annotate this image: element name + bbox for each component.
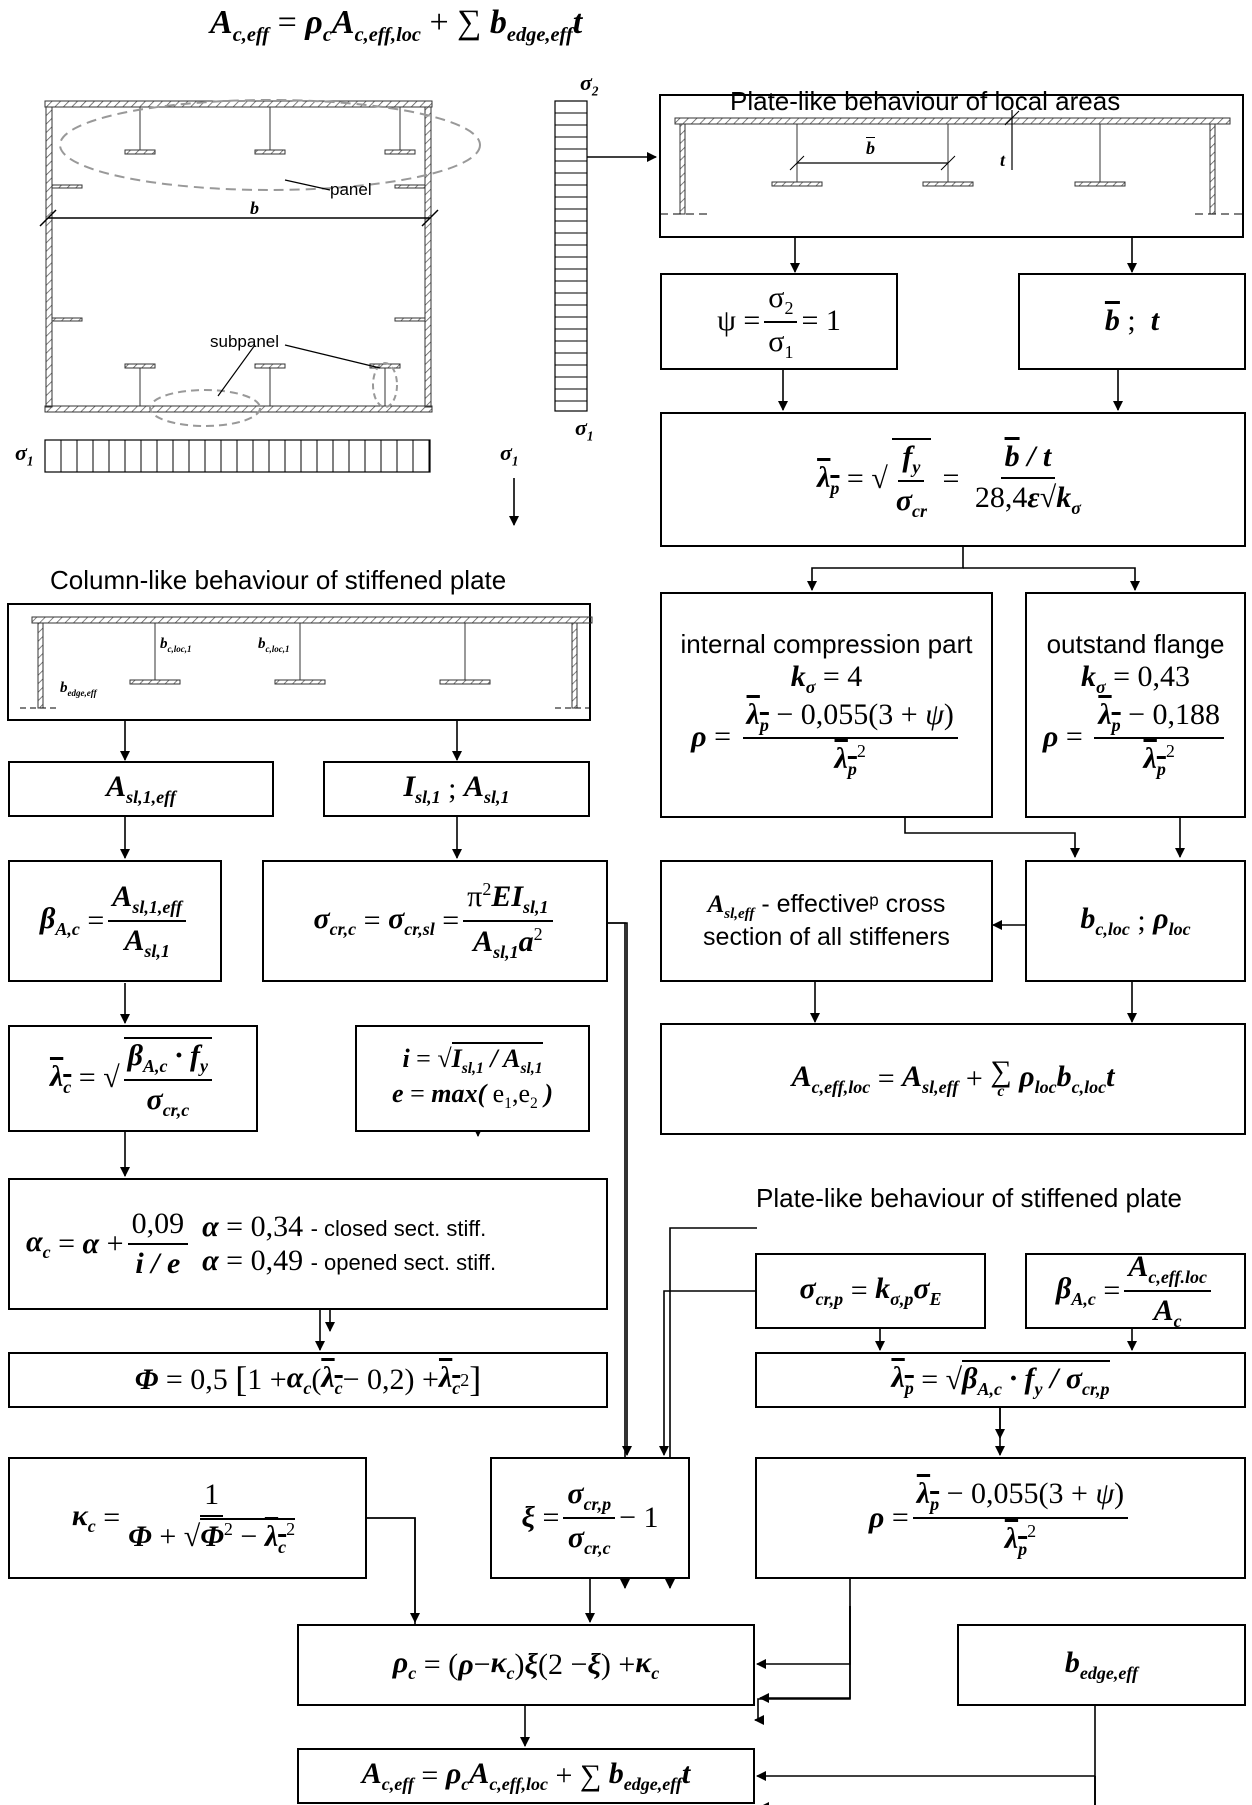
label-b-bar: b xyxy=(866,138,875,158)
box-rho-2: ρ =λp − 0,055(3 + ψ)λp2 xyxy=(755,1457,1246,1579)
box-i-e: i = √Isl,1 / Asl,1 e = max( e1,e2 ) xyxy=(355,1025,590,1132)
closed-text: closed sect. stiff. xyxy=(324,1215,487,1241)
bottom-flange xyxy=(44,405,433,413)
panel-outline xyxy=(59,99,481,191)
outstand-title: outstand flange xyxy=(1046,629,1225,660)
box-sigma-cr-p: σcr,p = kσ,pσE xyxy=(755,1253,986,1329)
left-web xyxy=(45,106,53,408)
stress-block-sigma2 xyxy=(554,100,588,412)
opened-text: opened sect. stiff. xyxy=(324,1250,497,1275)
top-formula: Ac,eff = ρcAc,eff,loc + ∑ bedge,efft xyxy=(210,4,583,46)
box-a-sl-eff: Asl,eff - effectiveᵖ cross section of al… xyxy=(660,860,993,982)
box-bbar-t: b ; t xyxy=(1018,273,1246,370)
box-a-sl-1-eff: Asl,1,eff xyxy=(8,761,274,817)
right-web xyxy=(424,106,432,408)
heading-column-like: Column-like behaviour of stiffened plate xyxy=(50,565,507,595)
label-sigma1-right: σ1 xyxy=(500,440,519,469)
label-b: b xyxy=(250,198,259,218)
label-b-c-loc-1-a: bc,loc,1 xyxy=(160,636,192,654)
a-sl-eff-line1: - effectiveᵖ cross xyxy=(761,890,946,918)
box-lambda-p-2: λp = √βA,c · fy / σcr,p xyxy=(755,1352,1246,1408)
label-sigma1-vert: σ1 xyxy=(575,415,594,444)
plate-local-drawing xyxy=(660,110,1243,215)
label-subpanel: subpanel xyxy=(210,332,280,351)
label-t: t xyxy=(1000,150,1006,170)
box-internal-compression: internal compression part kσ = 4 ρ = λp … xyxy=(660,592,993,818)
a-sl-eff-line2: section of all stiffeners xyxy=(703,923,950,952)
box-b-c-loc: bc,loc ; ρloc xyxy=(1025,860,1246,982)
label-sigma2: σ2 xyxy=(580,70,599,99)
heading-plate-stiffened: Plate-like behaviour of stiffened plate xyxy=(756,1183,1182,1213)
box-final-a-c-eff: Ac,eff = ρcAc,eff,loc + ∑ bedge,efft xyxy=(297,1748,755,1804)
box-rho-c: ρc = (ρ − κc)ξ(2 − ξ) + κc xyxy=(297,1624,755,1706)
label-b-edge-eff: bedge,eff xyxy=(60,680,97,698)
web-stiffeners xyxy=(51,184,426,322)
subpanel-outline-2 xyxy=(372,362,398,408)
label-panel: panel xyxy=(330,180,372,199)
column-like-drawing xyxy=(20,616,595,709)
box-i-sl-a-sl: Isl,1 ; Asl,1 xyxy=(323,761,590,817)
box-outstand-flange: outstand flange kσ = 0,43 ρ = λp − 0,188… xyxy=(1025,592,1246,818)
heading-plate-local: Plate-like behaviour of local areas xyxy=(730,86,1121,116)
label-b-c-loc-1-b: bc,loc,1 xyxy=(258,636,290,654)
box-a-c-eff-loc: Ac,eff,loc = Asl,eff + ∑c ρlocbc,loct xyxy=(660,1023,1246,1135)
top-stiffeners xyxy=(124,107,416,155)
internal-title: internal compression part xyxy=(680,629,973,660)
box-b-edge-eff: bedge,eff xyxy=(957,1624,1246,1706)
label-sigma1-left: σ1 xyxy=(15,440,34,469)
subpanel-outline-1 xyxy=(149,389,261,427)
